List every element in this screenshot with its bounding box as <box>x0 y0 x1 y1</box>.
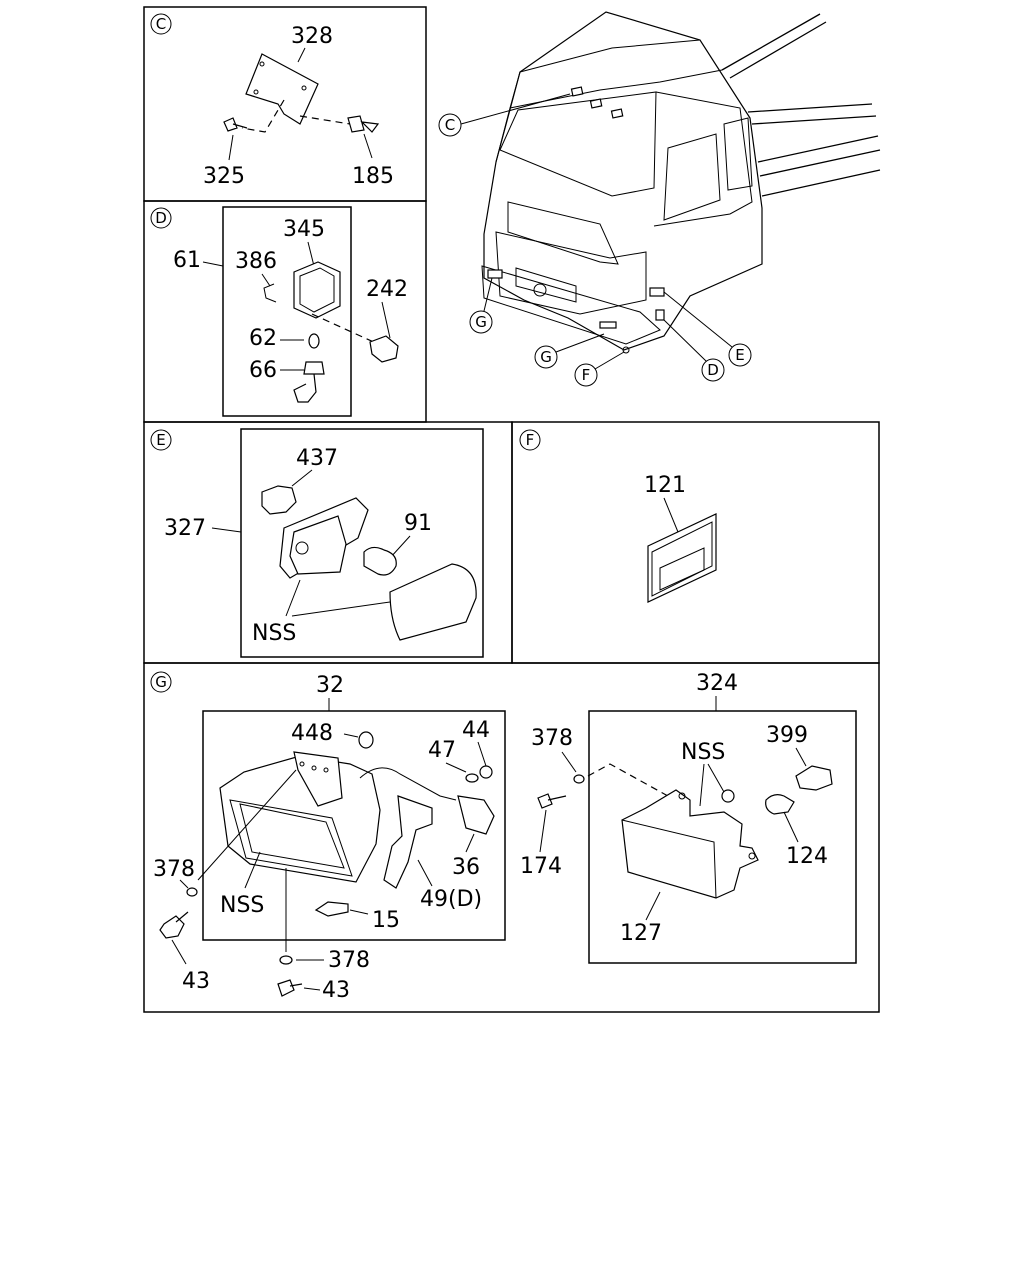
callout-g2: G <box>540 348 552 366</box>
plate-bracket <box>245 53 319 125</box>
label-345: 345 <box>283 217 325 242</box>
label-399: 399 <box>766 723 808 748</box>
label-15: 15 <box>372 908 400 933</box>
cab-marker-2 <box>589 98 603 109</box>
label-32: 32 <box>316 673 344 698</box>
washer-378-a <box>186 887 198 897</box>
section-d: D 61 345 386 242 62 66 <box>150 207 408 403</box>
label-121: 121 <box>644 473 686 498</box>
section-c-letter: C <box>156 15 166 33</box>
label-nss-e: NSS <box>252 621 296 646</box>
label-91: 91 <box>404 511 432 536</box>
windshield <box>499 91 657 197</box>
label-61: 61 <box>173 248 201 273</box>
socket-399 <box>795 765 833 791</box>
bolt-174 <box>537 793 567 809</box>
label-174: 174 <box>520 854 562 879</box>
lamp-body-327 <box>289 515 347 575</box>
washer-378-b <box>279 955 293 965</box>
truck-callouts: C G G F D E <box>438 93 752 387</box>
nut-44 <box>479 765 493 779</box>
label-242: 242 <box>366 277 408 302</box>
label-328: 328 <box>291 24 333 49</box>
cab-marker-1 <box>570 86 584 97</box>
callout-g1: G <box>475 313 487 331</box>
section-g-letter: G <box>155 673 167 691</box>
lamp-wire <box>359 767 457 801</box>
callout-f: F <box>582 366 591 384</box>
label-49d: 49(D) <box>420 887 482 912</box>
label-378-b: 378 <box>328 948 370 973</box>
bulb-62 <box>308 333 320 349</box>
label-36: 36 <box>452 855 480 880</box>
label-127: 127 <box>620 921 662 946</box>
section-e: E 327 437 91 NSS <box>150 429 477 646</box>
screw-325 <box>223 117 248 132</box>
grommet-448 <box>358 731 374 749</box>
connector-36 <box>457 795 495 835</box>
bulb-15 <box>314 901 349 917</box>
label-124: 124 <box>786 844 828 869</box>
bulb-91 <box>363 546 397 576</box>
callout-e: E <box>735 346 744 364</box>
cab-marker-3 <box>610 108 624 119</box>
label-43-a: 43 <box>182 969 210 994</box>
diagram-frames <box>143 6 880 1013</box>
callout-c: C <box>445 116 455 134</box>
label-nss-g: NSS <box>220 893 264 918</box>
label-66: 66 <box>249 358 277 383</box>
label-437: 437 <box>296 446 338 471</box>
fog-lamp-127 <box>621 789 759 899</box>
marker-lamp-345 <box>293 261 341 319</box>
label-47: 47 <box>428 738 456 763</box>
clip-185 <box>347 115 380 133</box>
bolt-43-b <box>277 979 303 997</box>
label-325: 325 <box>203 164 245 189</box>
washer-47 <box>465 773 479 783</box>
section-c: C 328 325 185 <box>150 13 394 189</box>
callout-d: D <box>707 361 719 379</box>
grille <box>507 201 619 265</box>
label-185: 185 <box>352 164 394 189</box>
bolt-43-a <box>159 911 189 939</box>
label-44: 44 <box>462 718 490 743</box>
label-378-a: 378 <box>153 857 195 882</box>
lens-cover <box>389 563 477 641</box>
socket-437 <box>261 485 297 515</box>
label-nss-g2: NSS <box>681 740 725 765</box>
label-448: 448 <box>291 721 333 746</box>
label-378-c: 378 <box>531 726 573 751</box>
section-f: F 121 <box>519 429 717 603</box>
mount-bracket <box>293 751 343 807</box>
truck-overview <box>481 11 881 354</box>
bracket-49 <box>383 795 433 889</box>
washer-378-c <box>573 774 585 784</box>
label-386: 386 <box>235 249 277 274</box>
bumper <box>481 265 661 345</box>
section-g: G 32 448 44 47 36 49(D) 15 NSS 378 <box>150 671 833 1003</box>
section-e-letter: E <box>156 431 165 449</box>
truck-cab <box>483 11 763 351</box>
bulb-124 <box>765 794 795 815</box>
clip-386 <box>263 283 277 303</box>
section-f-letter: F <box>526 431 535 449</box>
label-327: 327 <box>164 516 206 541</box>
grommet-nss <box>721 789 735 803</box>
socket-66 <box>293 361 325 403</box>
section-d-letter: D <box>155 209 167 227</box>
label-324: 324 <box>696 671 738 696</box>
label-62: 62 <box>249 326 277 351</box>
label-43-b: 43 <box>322 978 350 1003</box>
screw-242 <box>369 335 399 363</box>
door-window <box>663 133 721 221</box>
